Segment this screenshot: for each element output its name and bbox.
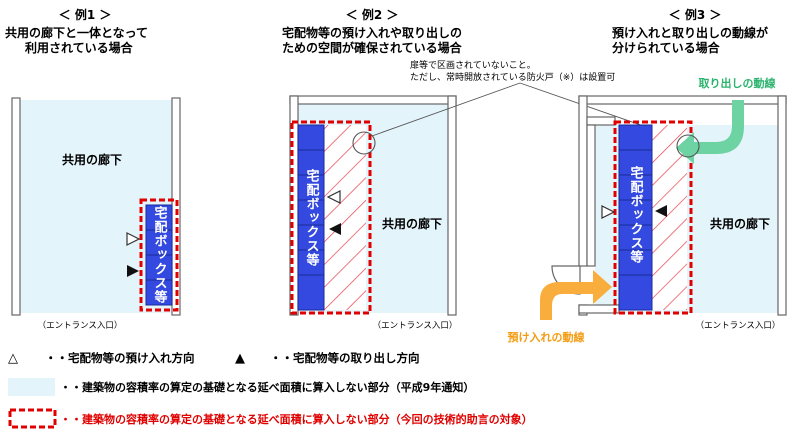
example-3: ＜ 例3 ＞ 預け入れと取り出しの動線が 分けられている場合 宅配ボックス等 取… <box>508 7 787 344</box>
example-3-takeout-marker <box>655 205 667 217</box>
example-3-takeout-arrow <box>676 100 744 164</box>
example-3-delivery-box <box>618 124 653 311</box>
example-1-delivery-box <box>145 204 173 306</box>
legend-takeout-symbol: ▲ <box>235 351 245 366</box>
example-3-top-wall <box>578 95 787 105</box>
example-1-left-wall <box>11 97 21 316</box>
legend-boundary-text: ・・建築物の容積率の算定の基礎となる延べ面積に算入しない部分（今回の技術的助言の… <box>60 412 533 426</box>
example-3-takeout-flow-label: 取り出しの動線 <box>699 76 776 90</box>
example-1-deposit-marker <box>126 232 141 246</box>
legend-deposit-symbol: △ <box>8 351 18 366</box>
example-3-heading: ＜ 例3 ＞ <box>669 7 722 22</box>
legend-area-text: ・・建築物の容積率の算定の基礎となる延べ面積に算入しない部分（平成9年通知） <box>60 380 474 394</box>
example-3-corridor-label: 共用の廊下 <box>710 216 770 231</box>
example-3-title-line2: 分けられている場合 <box>612 40 721 55</box>
example-2-top-wall <box>289 95 457 105</box>
callout-line2: ただし、常時開放されている防火戸（※）は設置可 <box>410 71 615 83</box>
example-3-box-label: 宅配ボックス等 <box>628 165 645 264</box>
example-3-deposit-flow-label: 預け入れの動線 <box>508 330 585 344</box>
example-3-callout-circle <box>676 134 700 158</box>
example-3-inner-ledge <box>586 116 616 126</box>
example-2-dashed-boundary <box>290 120 372 315</box>
example-1-title-line1: 共用の廊下と一体となって <box>5 25 148 40</box>
example-2: ＜ 例2 ＞ 宅配物等の預け入れや取り出しの ための空間が確保されている場合 宅… <box>282 7 463 331</box>
example-3-dashed-boundary <box>613 120 693 315</box>
example-3-inner-wall <box>586 124 596 267</box>
example-3-left-wall-upper <box>578 95 588 267</box>
callout-leader-left <box>371 82 521 137</box>
example-2-title-line1: 宅配物等の預け入れや取り出しの <box>282 25 462 40</box>
example-2-corridor-label: 共用の廊下 <box>382 216 442 231</box>
example-2-heading: ＜ 例2 ＞ <box>346 7 399 22</box>
legend: △ ・・宅配物等の預け入れ方向 ▲ ・・宅配物等の取り出し方向 ・・建築物の容積… <box>8 351 533 429</box>
example-3-deposit-marker <box>601 205 616 219</box>
example-1: ＜ 例1 ＞ 共用の廊下と一体となって 利用されている場合 共用の廊下 宅配ボッ… <box>5 7 181 331</box>
example-3-entrance-label: （エントランス入口） <box>696 320 781 331</box>
example-2-title-line2: ための空間が確保されている場合 <box>282 40 463 55</box>
example-2-hatched-space <box>324 125 366 310</box>
example-2-deposit-marker <box>326 190 341 204</box>
example-3-hatched-space <box>652 125 687 310</box>
example-1-box-label: 宅配ボックス等 <box>152 205 169 304</box>
example-1-takeout-marker <box>127 265 139 277</box>
example-2-takeout-marker <box>329 223 341 235</box>
example-2-delivery-box <box>297 124 325 311</box>
example-1-heading: ＜ 例1 ＞ <box>59 7 112 22</box>
example-3-title-line1: 預け入れと取り出しの動線が <box>612 25 768 40</box>
example-1-corridor-label: 共用の廊下 <box>62 152 122 167</box>
example-1-title-line2: 利用されている場合 <box>25 40 134 55</box>
legend-deposit-text: ・・宅配物等の預け入れ方向 <box>45 351 195 365</box>
legend-boundary-swatch <box>8 408 57 429</box>
legend-area-swatch <box>8 378 55 396</box>
example-3-deposit-arrow <box>540 270 612 320</box>
example-2-right-wall <box>447 95 457 316</box>
example-3-bottom-ledge <box>578 304 620 314</box>
example-1-entrance-label: （エントランス入口） <box>38 320 123 331</box>
example-1-dashed-boundary <box>139 198 179 312</box>
legend-takeout-text: ・・宅配物等の取り出し方向 <box>270 351 420 365</box>
example-2-callout-circle <box>352 131 376 155</box>
example-2-box-label: 宅配ボックス等 <box>304 168 321 267</box>
example-2-entrance-label: （エントランス入口） <box>373 320 458 331</box>
example-3-right-wall <box>777 95 787 316</box>
callout-line1: 扉等で区画されていないこと。 <box>410 59 536 71</box>
